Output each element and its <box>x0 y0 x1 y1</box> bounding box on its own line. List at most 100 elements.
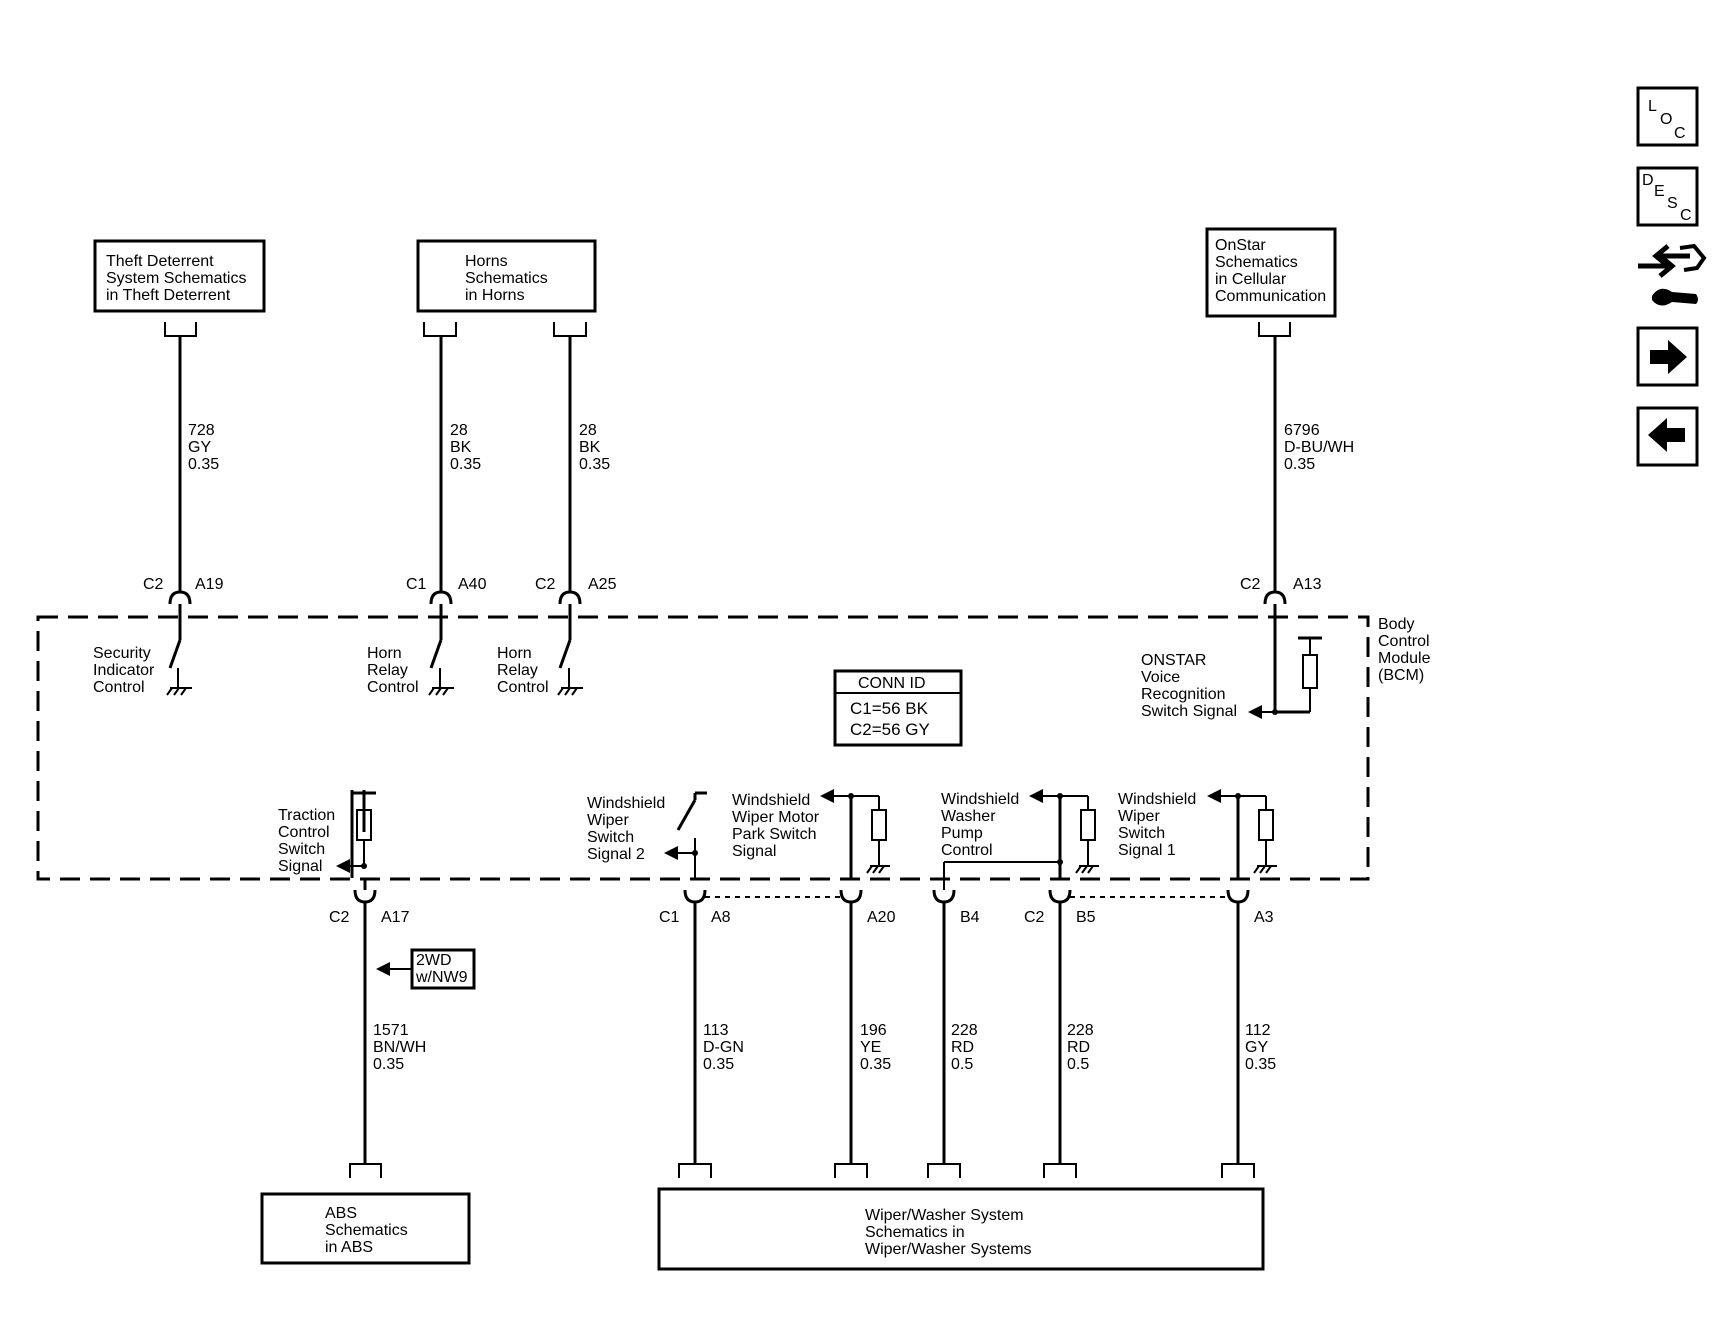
horn-relay-label-2: Horn Relay Control <box>497 645 549 696</box>
desc-button[interactable]: D E S C <box>1636 166 1699 227</box>
wire-label-28-a: 28 BK 0.35 <box>450 422 481 473</box>
pin-labels-top: C2 A19 C1 A40 C2 A25 C2 A13 <box>143 576 1322 593</box>
horns-ref-box[interactable]: Horns Schematics in Horns <box>416 239 597 313</box>
svg-text:Switch: Switch <box>1118 825 1165 842</box>
svg-text:0.35: 0.35 <box>1245 1056 1276 1073</box>
wire-color: BK <box>579 439 601 456</box>
pin-label: A40 <box>458 576 487 593</box>
wire-color: D-BU/WH <box>1284 439 1354 456</box>
wire-circuit: 6796 <box>1284 422 1320 439</box>
onstar-ref-box[interactable]: OnStar Schematics in Cellular Communicat… <box>1205 227 1337 318</box>
svg-text:D-GN: D-GN <box>703 1039 744 1056</box>
washer-pump-label: Windshield Washer Pump Control <box>941 791 1019 859</box>
wire-gauge: 0.35 <box>450 456 481 473</box>
ref-line: in Horns <box>465 287 525 304</box>
wire-gauge: 0.35 <box>188 456 219 473</box>
ref-line: Schematics <box>325 1222 408 1239</box>
ref-line: ABS <box>325 1205 357 1222</box>
svg-text:Switch Signal: Switch Signal <box>1141 703 1237 720</box>
pin-label: A19 <box>195 576 224 593</box>
svg-text:Control: Control <box>941 842 993 859</box>
svg-text:196: 196 <box>860 1022 887 1039</box>
svg-text:Windshield: Windshield <box>587 795 665 812</box>
ref-line: Schematics <box>1215 254 1298 271</box>
connector-icon[interactable] <box>1638 243 1707 306</box>
ref-line: System Schematics <box>106 270 246 287</box>
svg-text:Signal: Signal <box>278 858 322 875</box>
desc-letter: E <box>1654 183 1665 200</box>
pin-label: A25 <box>588 576 617 593</box>
wire-circuit: 728 <box>188 422 215 439</box>
traction-control-label: Traction Control Switch Signal <box>278 807 335 875</box>
conn-label: C2 <box>535 576 556 593</box>
wiper-washer-ref-box[interactable]: Wiper/Washer System Schematics in Wiper/… <box>657 1187 1265 1271</box>
ref-line: Schematics in <box>865 1224 965 1241</box>
top-wires <box>178 336 1277 592</box>
wiper-park-label: Windshield Wiper Motor Park Switch Signa… <box>732 792 820 860</box>
svg-text:0.35: 0.35 <box>373 1056 404 1073</box>
connector-tabs-bottom <box>349 1163 1255 1178</box>
loc-button[interactable]: L O C <box>1636 86 1699 147</box>
svg-text:0.35: 0.35 <box>703 1056 734 1073</box>
bcm-boundary <box>36 615 1370 881</box>
module-line: Control <box>1378 633 1430 650</box>
svg-text:Control: Control <box>367 679 419 696</box>
svg-text:GY: GY <box>1245 1039 1268 1056</box>
svg-text:Control: Control <box>278 824 330 841</box>
wire-gauge: 0.35 <box>1284 456 1315 473</box>
svg-text:Control: Control <box>497 679 549 696</box>
conn-label: C2 <box>1240 576 1261 593</box>
wiper-switch-1-circuit <box>1207 789 1277 878</box>
wire-label-28-b: 28 BK 0.35 <box>579 422 610 473</box>
svg-text:Switch: Switch <box>278 841 325 858</box>
abs-ref-box[interactable]: ABS Schematics in ABS <box>260 1192 471 1265</box>
security-indicator-label: Security Indicator Control <box>93 645 155 696</box>
next-button[interactable] <box>1636 326 1699 387</box>
pin-label: A17 <box>381 909 410 926</box>
wire-color: BK <box>450 439 472 456</box>
conn-id-box: CONN ID C1=56 BK C2=56 GY <box>833 669 963 747</box>
ref-line: Horns <box>465 253 508 270</box>
wiper-switch-2-label: Windshield Wiper Switch Signal 2 <box>587 795 665 863</box>
ref-line: Theft Deterrent <box>106 253 214 270</box>
wiper-park-circuit <box>820 789 890 878</box>
wire-color: GY <box>188 439 211 456</box>
module-line: (BCM) <box>1378 667 1424 684</box>
connector-tabs-top <box>164 322 1291 337</box>
horn-relay-label-1: Horn Relay Control <box>367 645 419 696</box>
conn-label: C2 <box>1024 909 1045 926</box>
pin-label: B4 <box>960 909 980 926</box>
loc-letter: L <box>1648 98 1657 115</box>
theft-deterrent-ref-box[interactable]: Theft Deterrent System Schematics in The… <box>93 239 266 313</box>
svg-text:113: 113 <box>703 1022 729 1039</box>
ref-line: Wiper/Washer System <box>865 1207 1024 1224</box>
ref-line: Communication <box>1215 288 1326 305</box>
svg-text:Signal 1: Signal 1 <box>1118 842 1176 859</box>
svg-text:Relay: Relay <box>497 662 538 679</box>
svg-text:Windshield: Windshield <box>941 791 1019 808</box>
conn-id-c2: C2=56 GY <box>850 720 930 739</box>
onstar-pullup-circuit <box>1248 604 1322 719</box>
pin-label: A20 <box>867 909 896 926</box>
wire-circuit: 28 <box>450 422 468 439</box>
ref-line: Wiper/Washer Systems <box>865 1241 1032 1258</box>
svg-text:Signal: Signal <box>732 843 776 860</box>
svg-text:Security: Security <box>93 645 151 662</box>
svg-text:Windshield: Windshield <box>732 792 810 809</box>
svg-text:1571: 1571 <box>373 1022 409 1039</box>
prev-button[interactable] <box>1636 406 1699 467</box>
wire-circuit: 28 <box>579 422 597 439</box>
wire-label-196: 196 YE 0.35 <box>860 1022 891 1073</box>
desc-letter: S <box>1667 195 1678 212</box>
conn-label: C1 <box>659 909 680 926</box>
svg-text:Horn: Horn <box>367 645 402 662</box>
svg-text:Windshield: Windshield <box>1118 791 1196 808</box>
loc-letter: O <box>1660 111 1672 128</box>
svg-text:Horn: Horn <box>497 645 532 662</box>
ref-line: in Cellular <box>1215 271 1287 288</box>
option-line: 2WD <box>416 952 452 969</box>
arrow-left-icon <box>1648 418 1685 452</box>
svg-text:228: 228 <box>1067 1022 1094 1039</box>
wire-label-728: 728 GY 0.35 <box>188 422 219 473</box>
